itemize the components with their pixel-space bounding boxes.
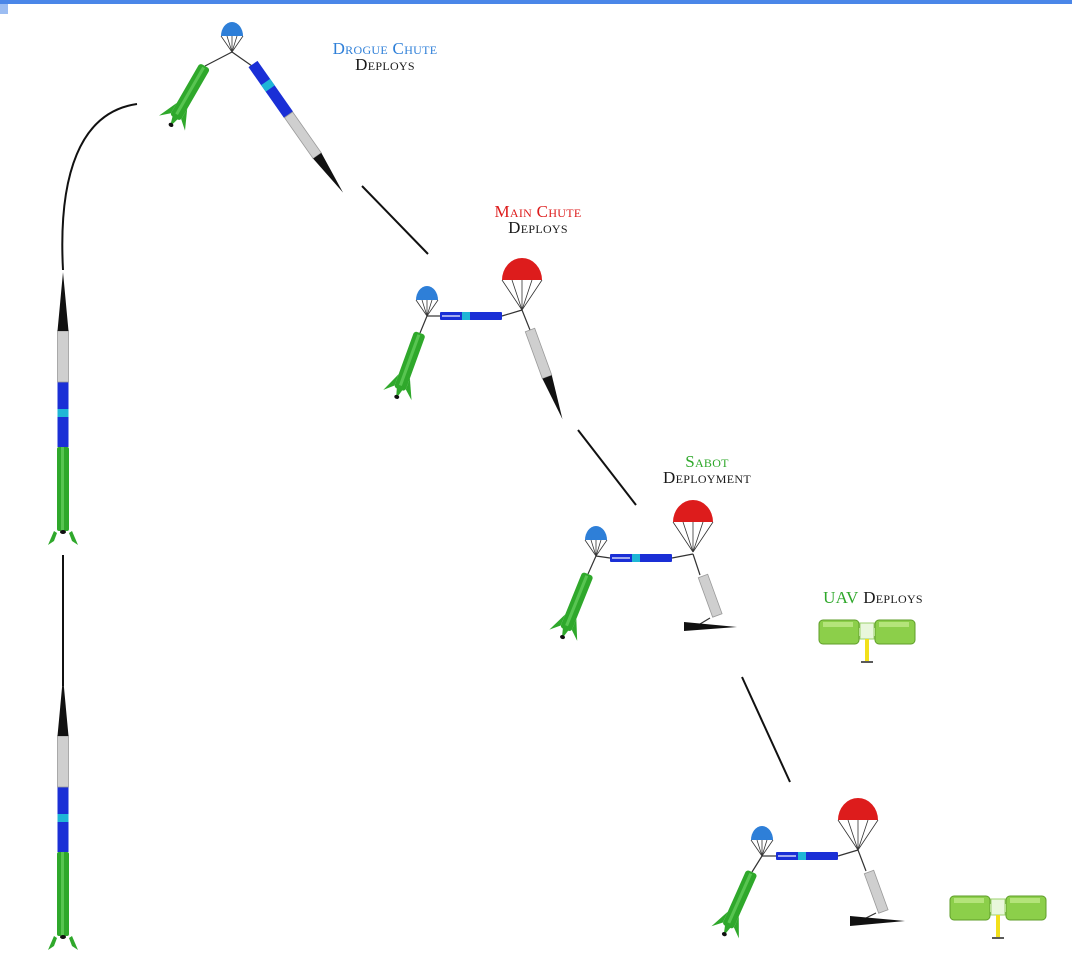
stage-uav-deploy [709,797,905,943]
descent-line-3 [741,676,791,783]
label-main-title: Main Chute [494,202,582,221]
label-sabot: Sabot Deployment [652,452,762,487]
uav-drone-2 [949,895,1047,939]
label-sabot-subtitle: Deployment [663,468,751,487]
uav-drone-1 [818,619,916,663]
stage-main-deploy [381,257,568,422]
descent-line-2 [577,429,637,506]
window-corner-shade [0,0,8,14]
label-drogue-subtitle: Deploys [355,55,415,74]
rocket-on-pad [47,676,79,951]
label-uav-title: UAV [823,588,859,607]
label-main-subtitle: Deploys [508,218,568,237]
window-top-bar [0,0,1072,4]
stage-sabot-deploy [547,499,737,645]
label-main: Main Chute Deploys [483,202,593,237]
label-sabot-title: Sabot [685,452,729,471]
label-drogue: Drogue Chute Deploys [330,39,440,74]
ascent-arc [61,103,138,271]
label-uav-subtitle: Deploys [863,588,923,607]
stage-drogue-deploy [157,21,348,196]
label-uav: UAV Deploys [818,588,928,607]
rocket-ascending [47,271,79,546]
trajectory-lines [61,103,791,783]
descent-line-1 [361,185,429,255]
label-drogue-title: Drogue Chute [332,39,438,58]
